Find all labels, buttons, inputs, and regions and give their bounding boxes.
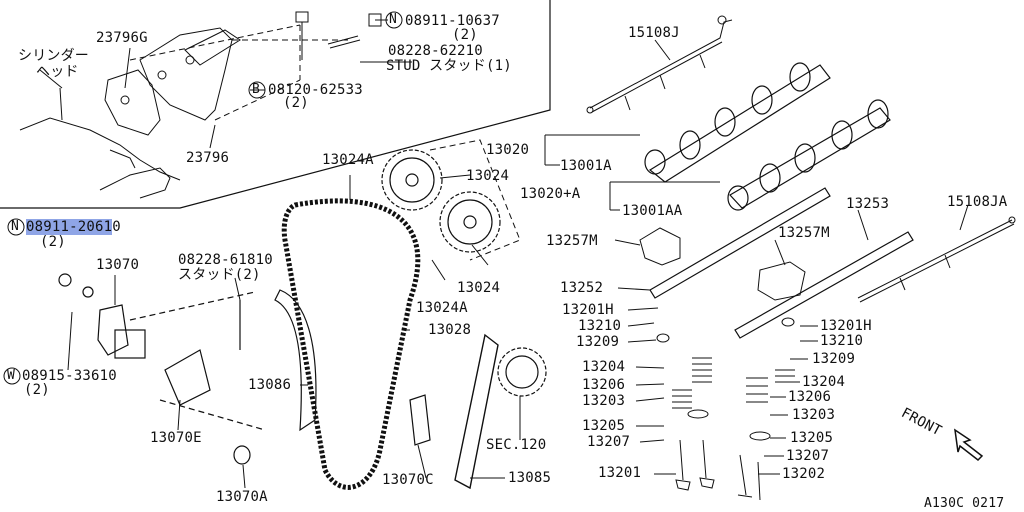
label-13001A: 13001A: [560, 158, 612, 174]
label-13024A-bottom: 13024A: [416, 300, 468, 316]
label-13205-right: 13205: [790, 430, 834, 446]
label-13207-left: 13207: [587, 434, 631, 450]
label-13207-right: 13207: [786, 448, 830, 464]
label-13070A: 13070A: [216, 489, 268, 505]
label-stud-1: STUD スタッド(1): [386, 58, 512, 74]
code-w: W: [7, 368, 15, 383]
inset-frame: [0, 0, 551, 209]
search-highlight: 08911-2061: [26, 219, 113, 235]
label-13024-top: 13024: [466, 168, 510, 184]
sprocket-13024-bottom: [439, 191, 501, 253]
label-13020A: 13020+A: [520, 186, 581, 202]
label-13070: 13070: [96, 257, 140, 273]
code-n-2: N: [11, 219, 19, 234]
front-arrow: [954, 428, 984, 461]
label-13210-left: 13210: [578, 318, 622, 334]
tensioner-arm-13086: [274, 289, 317, 432]
label-13201H-left: 13201H: [562, 302, 614, 318]
label-13024A-top: 13024A: [322, 152, 374, 168]
camshaft-13020: [644, 62, 831, 183]
label-13209-left: 13209: [576, 334, 620, 350]
label-13020: 13020: [486, 142, 530, 158]
label-13028: 13028: [428, 322, 472, 338]
label-13085: 13085: [508, 470, 552, 486]
label-13257M-left: 13257M: [546, 233, 598, 249]
label-23796G: 23796G: [96, 30, 148, 46]
label-08915-33610: 08915-33610: [22, 368, 117, 384]
label-13070C: 13070C: [382, 472, 434, 488]
label-cylinder-head-2: ヘッド: [36, 64, 79, 80]
bracket-23796: [104, 24, 350, 136]
sprocket-13024-top: [381, 149, 443, 211]
label-08120-62533: 08120-62533: [268, 82, 363, 98]
cylinder-head-outline: [19, 87, 181, 199]
label-cylinder-head-1: シリンダー: [18, 48, 89, 64]
label-13086: 13086: [248, 377, 292, 393]
label-sec120: SEC.120: [486, 437, 547, 453]
camshaft-13020A: [727, 99, 891, 211]
label-08911-10637: 08911-10637: [405, 13, 500, 29]
label-13001AA: 13001AA: [622, 203, 683, 219]
rocker-shafts: [649, 187, 914, 339]
label-08228-62210: 08228-62210: [388, 43, 483, 59]
label-13206-right: 13206: [788, 389, 832, 405]
label-08228-61810: 08228-61810: [178, 252, 273, 268]
label-13204-right: 13204: [802, 374, 846, 390]
figure-code: A130C 0217: [924, 496, 1005, 511]
label-13206-left: 13206: [582, 377, 626, 393]
oil-pipe-15108JA: [857, 216, 1016, 303]
label-13203-right: 13203: [792, 407, 836, 423]
label-qty-2c: (2): [40, 234, 66, 250]
leader-lines: [39, 19, 969, 489]
rocker-13257M: [639, 227, 806, 301]
timing-chain-13028: [281, 198, 421, 490]
label-qty-2b: (2): [283, 95, 309, 111]
label-23796: 23796: [186, 150, 230, 166]
label-stud-2: スタッド(2): [178, 267, 261, 283]
label-13203-left: 13203: [582, 393, 626, 409]
label-13252: 13252: [560, 280, 604, 296]
label-13204-left: 13204: [582, 359, 626, 375]
label-15108JA: 15108JA: [947, 194, 1008, 210]
label-13201H-right: 13201H: [820, 318, 872, 334]
label-13201: 13201: [598, 465, 642, 481]
label-13070E: 13070E: [150, 430, 202, 446]
label-13210-right: 13210: [820, 333, 864, 349]
label-qty-2d: (2): [24, 382, 50, 398]
label-13209-right: 13209: [812, 351, 856, 367]
label-13257M-right: 13257M: [778, 225, 830, 241]
code-n-1: N: [389, 12, 397, 27]
label-13205-left: 13205: [582, 418, 626, 434]
chain-guide-13085: [454, 333, 499, 490]
code-circles: [3, 11, 403, 385]
label-15108J: 15108J: [628, 25, 680, 41]
tensioner-13070: [58, 273, 431, 465]
label-13253: 13253: [846, 196, 890, 212]
code-b: B: [252, 82, 260, 97]
label-13024-bottom: 13024: [457, 280, 501, 296]
sprocket-sec120: [497, 347, 547, 397]
label-13202: 13202: [782, 466, 826, 482]
bolts-top: [295, 11, 382, 60]
label-08911-2061-highlighted: 08911-20610: [26, 219, 121, 235]
label-qty-2a: (2): [452, 27, 478, 43]
valve-train: [656, 317, 795, 501]
oil-pipe-15108J: [586, 15, 733, 114]
